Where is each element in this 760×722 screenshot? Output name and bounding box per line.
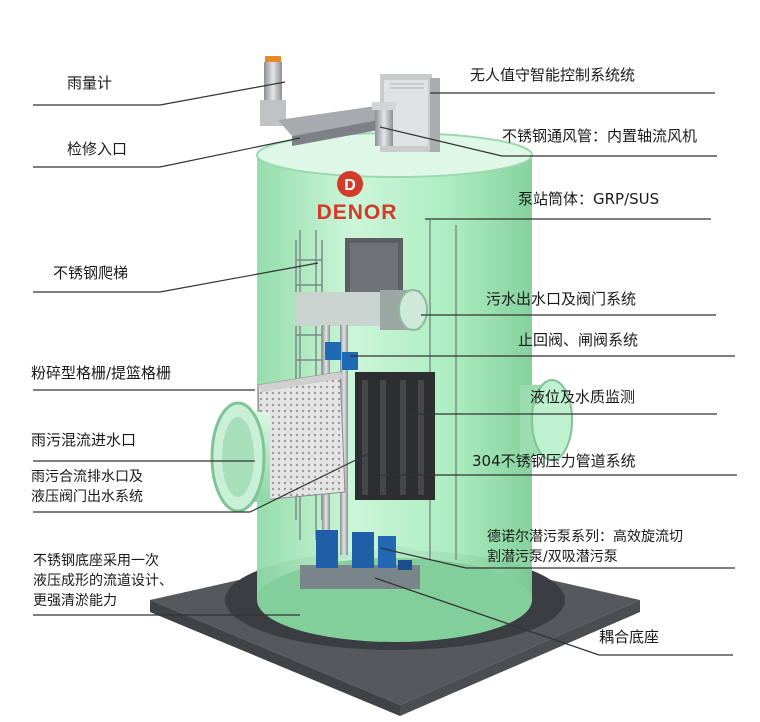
leader-lines bbox=[33, 81, 737, 656]
pointer-line-stainless-ladder bbox=[159, 262, 319, 293]
callout-check-valve: 止回阀、闸阀系统 bbox=[518, 330, 638, 350]
inlet-pipe bbox=[210, 401, 270, 513]
callout-level-monitor-line: 液位及水质监测 bbox=[530, 388, 636, 406]
brand-logo: D DENOR bbox=[317, 171, 398, 224]
callout-rain-gauge-line: 雨量计 bbox=[67, 74, 113, 92]
callout-combined-outlet: 雨污合流排水口及液压阀门出水系统 bbox=[31, 467, 143, 507]
callout-stainless-ladder-line: 不锈钢爬梯 bbox=[53, 264, 129, 282]
grille-box bbox=[257, 371, 346, 501]
pressure-pipes bbox=[355, 372, 435, 500]
pointer-line-ventilation bbox=[379, 126, 503, 157]
submersible-pumps bbox=[316, 530, 412, 570]
outlet-pipe bbox=[295, 289, 428, 331]
logo-letter: D bbox=[344, 177, 356, 194]
callout-station-body-line: 泵站筒体：GRP/SUS bbox=[518, 190, 660, 208]
callout-combined-outlet-line: 雨污合流排水口及 bbox=[31, 469, 143, 485]
callout-stainless-base-line: 液压成形的流道设计、 bbox=[33, 573, 173, 589]
callout-submersible-pump: 德诺尔潜污泵系列：高效旋流切割潜污泵/双吸潜污泵 bbox=[487, 527, 683, 567]
pointer-line-submersible-pump bbox=[379, 547, 467, 569]
callout-crushing-grille-line: 粉碎型格栅/提篮格栅 bbox=[31, 364, 172, 382]
callout-stainless-base-line: 不锈钢底座采用一次 bbox=[33, 553, 159, 569]
ventilation-pipe bbox=[372, 102, 396, 146]
callout-check-valve-line: 止回阀、闸阀系统 bbox=[518, 331, 639, 349]
callout-inspection-entrance-line: 检修入口 bbox=[67, 140, 128, 158]
callout-coupling-base-line: 耦合底座 bbox=[599, 628, 660, 646]
callout-crushing-grille: 粉碎型格栅/提篮格栅 bbox=[31, 363, 171, 383]
top-cover bbox=[278, 104, 400, 146]
pointer-line-coupling-base bbox=[374, 577, 600, 656]
callout-combined-outlet-line: 液压阀门出水系统 bbox=[31, 489, 143, 505]
callout-control-system: 无人值守智能控制系统统 bbox=[470, 65, 635, 85]
callout-stainless-base-line: 更强清淤能力 bbox=[33, 593, 117, 609]
callout-level-monitor: 液位及水质监测 bbox=[530, 387, 635, 407]
callout-mixed-inlet: 雨污混流进水口 bbox=[31, 430, 136, 450]
pointer-line-combined-outlet bbox=[249, 451, 373, 513]
callout-control-system-line: 无人值守智能控制系统统 bbox=[470, 66, 636, 84]
callout-pressure-pipe-line: 304不锈钢压力管道系统 bbox=[472, 452, 636, 470]
callout-submersible-pump-line: 割潜污泵/双吸潜污泵 bbox=[487, 549, 618, 565]
callout-mixed-inlet-line: 雨污混流进水口 bbox=[31, 431, 137, 449]
gate-plate bbox=[345, 238, 403, 298]
callout-ventilation-line: 不锈钢通风管：内置轴流风机 bbox=[502, 127, 698, 145]
pointer-line-rain-gauge bbox=[159, 81, 286, 106]
callout-rain-gauge: 雨量计 bbox=[67, 73, 112, 93]
callout-sewage-outlet-line: 污水出水口及阀门系统 bbox=[486, 290, 637, 308]
callout-submersible-pump-line: 德诺尔潜污泵系列：高效旋流切 bbox=[487, 529, 683, 545]
callout-station-body: 泵站筒体：GRP/SUS bbox=[518, 189, 659, 209]
brand-name: DENOR bbox=[317, 201, 398, 224]
rain-gauge bbox=[260, 56, 286, 126]
callout-stainless-base: 不锈钢底座采用一次液压成形的流道设计、更强清淤能力 bbox=[33, 551, 173, 611]
callout-coupling-base: 耦合底座 bbox=[599, 627, 659, 647]
pointer-line-inspection-entrance bbox=[159, 137, 301, 168]
callout-pressure-pipe: 304不锈钢压力管道系统 bbox=[472, 451, 636, 471]
callout-inspection-entrance: 检修入口 bbox=[67, 139, 127, 159]
callout-ventilation: 不锈钢通风管：内置轴流风机 bbox=[502, 126, 697, 146]
right-flange bbox=[520, 379, 573, 461]
callout-sewage-outlet: 污水出水口及阀门系统 bbox=[486, 289, 636, 309]
callout-stainless-ladder: 不锈钢爬梯 bbox=[53, 263, 128, 283]
